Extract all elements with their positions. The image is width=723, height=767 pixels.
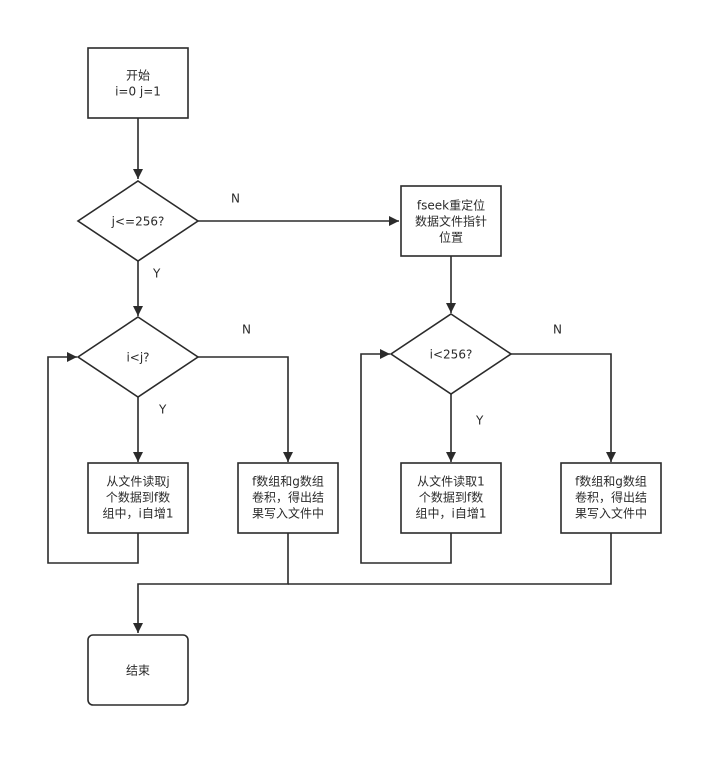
edge-read-1-loop-back xyxy=(360,349,452,564)
cond-i256-diamond xyxy=(389,313,513,395)
label-cond-j-no: N xyxy=(231,192,240,206)
read-j-line-1: 从文件读取j xyxy=(106,474,169,489)
conv-right-line-3: 果写入文件中 xyxy=(575,506,647,521)
start-box xyxy=(87,47,189,119)
label-cond-j-yes: Y xyxy=(152,267,161,281)
label-cond-ij-yes: Y xyxy=(158,403,167,417)
edge-cond-i256-no-to-conv-right xyxy=(511,353,616,462)
fseek-line-1: fseek重定位 xyxy=(417,198,485,213)
node-read-j: 从文件读取j 个数据到f数 组中，i自增1 xyxy=(87,462,189,534)
cond-i256-text: i<256? xyxy=(430,348,473,362)
end-box xyxy=(87,634,189,706)
end-text: 结束 xyxy=(126,664,150,678)
node-fseek: fseek重定位 数据文件指针 位置 xyxy=(400,185,502,257)
cond-j-diamond xyxy=(76,180,200,262)
node-cond-j: j<=256? xyxy=(76,180,200,262)
start-line-2: i=0 j=1 xyxy=(115,85,161,99)
node-conv-left: f数组和g数组 卷积，得出结 果写入文件中 xyxy=(237,462,339,534)
conv-left-line-3: 果写入文件中 xyxy=(252,506,324,521)
fseek-line-3: 位置 xyxy=(439,230,463,245)
node-end: 结束 xyxy=(87,634,189,706)
read-1-line-3: 组中，i自增1 xyxy=(416,506,487,521)
edge-cond-ij-no-to-conv-left xyxy=(198,356,293,462)
conv-right-box xyxy=(560,462,662,534)
cond-ij-diamond xyxy=(76,316,200,398)
label-cond-ij-no: N xyxy=(242,323,251,337)
edge-labels: N Y N Y N Y xyxy=(152,192,562,428)
read-1-line-2: 个数据到f数 xyxy=(419,490,483,505)
node-start: 开始 i=0 j=1 xyxy=(87,47,189,119)
cond-ij-text: i<j? xyxy=(126,351,149,365)
conv-left-line-1: f数组和g数组 xyxy=(252,474,324,489)
read-j-box xyxy=(87,462,189,534)
fseek-line-2: 数据文件指针 xyxy=(415,214,487,229)
edge-conv-right-to-merge xyxy=(288,533,612,585)
edge-conv-left-to-end xyxy=(133,533,289,633)
read-1-box xyxy=(400,462,502,534)
conv-right-line-2: 卷积，得出结 xyxy=(575,490,647,505)
node-cond-i256: i<256? xyxy=(389,313,513,395)
node-conv-right: f数组和g数组 卷积，得出结 果写入文件中 xyxy=(560,462,662,534)
start-line-1: 开始 xyxy=(126,69,150,83)
cond-j-text: j<=256? xyxy=(111,215,165,229)
read-1-line-1: 从文件读取1 xyxy=(417,474,485,489)
label-cond-i256-yes: Y xyxy=(475,414,484,428)
fseek-box xyxy=(400,185,502,257)
conv-left-box xyxy=(237,462,339,534)
node-read-1: 从文件读取1 个数据到f数 组中，i自增1 xyxy=(400,462,502,534)
conv-right-line-1: f数组和g数组 xyxy=(575,474,647,489)
read-j-line-2: 个数据到f数 xyxy=(106,490,170,505)
edge-read-j-loop-back xyxy=(47,352,139,564)
label-cond-i256-no: N xyxy=(553,323,562,337)
read-j-line-3: 组中，i自增1 xyxy=(103,506,174,521)
node-cond-ij: i<j? xyxy=(76,316,200,398)
connectors xyxy=(47,118,616,633)
conv-left-line-2: 卷积，得出结 xyxy=(252,490,324,505)
